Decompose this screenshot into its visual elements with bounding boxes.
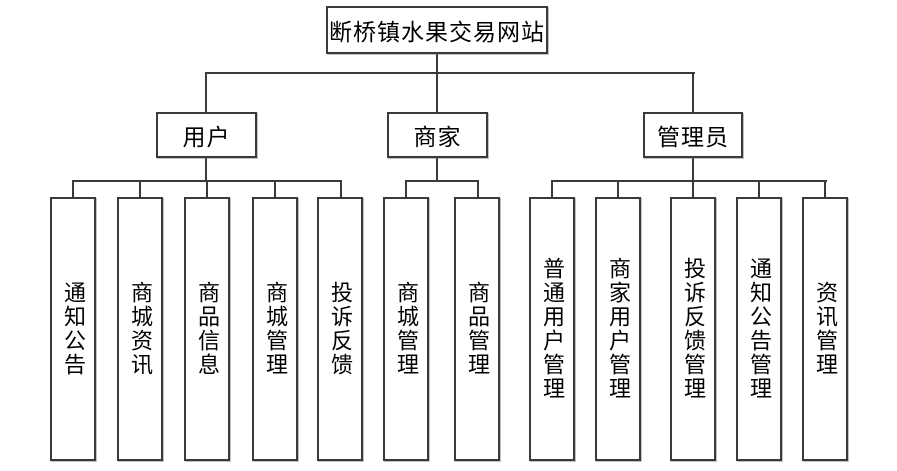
connector-user-stem xyxy=(205,156,207,182)
branch-node-user: 用户 xyxy=(156,112,257,158)
branch-admin-label: 管理员 xyxy=(657,125,729,150)
branch-node-admin: 管理员 xyxy=(643,112,743,158)
connector-admin-leaf4 xyxy=(758,180,760,197)
leaf-node-complaint-feedback: 投诉反馈 xyxy=(317,197,363,461)
root-node: 断桥镇水果交易网站 xyxy=(326,6,548,54)
leaf-label: 通知公告 xyxy=(61,281,86,377)
leaf-node-mall-management-merchant: 商城管理 xyxy=(383,197,429,461)
leaf-label: 商家用户管理 xyxy=(606,257,631,401)
connector-merchant-bar xyxy=(405,180,479,182)
leaf-node-product-management: 商品管理 xyxy=(454,197,500,461)
branch-merchant-label: 商家 xyxy=(413,125,462,150)
connector-root-stem xyxy=(436,54,438,74)
connector-admin-stem xyxy=(692,156,694,182)
leaf-label: 投诉反馈 xyxy=(328,281,353,377)
connector-admin-leaf1 xyxy=(551,180,553,197)
leaf-label: 投诉反馈管理 xyxy=(681,257,706,401)
connector-user-leaf3 xyxy=(206,180,208,197)
leaf-node-notice-announcement: 通知公告 xyxy=(50,197,96,461)
leaf-node-news-management: 资讯管理 xyxy=(802,197,848,461)
leaf-label: 商城资讯 xyxy=(128,281,153,377)
connector-merchant-leaf1 xyxy=(405,180,407,197)
leaf-label: 通知公告管理 xyxy=(747,257,772,401)
leaf-label: 商城管理 xyxy=(394,281,419,377)
leaf-label: 商品管理 xyxy=(465,281,490,377)
connector-admin-leaf3 xyxy=(692,180,694,197)
connector-level1-bar xyxy=(205,72,695,74)
leaf-node-merchant-user-management: 商家用户管理 xyxy=(595,197,641,461)
leaf-label: 普通用户管理 xyxy=(540,257,565,401)
connector-drop-user xyxy=(205,72,207,112)
leaf-node-normal-user-management: 普通用户管理 xyxy=(529,197,575,461)
leaf-node-mall-news: 商城资讯 xyxy=(117,197,163,461)
leaf-label: 商品信息 xyxy=(195,281,220,377)
leaf-node-mall-management-user: 商城管理 xyxy=(252,197,298,461)
leaf-label: 资讯管理 xyxy=(813,281,838,377)
root-node-label: 断桥镇水果交易网站 xyxy=(329,20,545,45)
leaf-node-complaint-feedback-management: 投诉反馈管理 xyxy=(670,197,716,461)
connector-merchant-stem xyxy=(436,156,438,182)
connector-user-leaf1 xyxy=(72,180,74,197)
leaf-label: 商城管理 xyxy=(263,281,288,377)
leaf-node-notice-announcement-management: 通知公告管理 xyxy=(736,197,782,461)
branch-user-label: 用户 xyxy=(182,125,231,150)
connector-user-leaf5 xyxy=(340,180,342,197)
connector-admin-bar xyxy=(551,180,827,182)
connector-drop-merchant xyxy=(436,72,438,112)
leaf-node-product-info: 商品信息 xyxy=(184,197,230,461)
connector-user-leaf4 xyxy=(274,180,276,197)
connector-drop-admin xyxy=(692,72,694,112)
connector-user-leaf2 xyxy=(139,180,141,197)
connector-admin-leaf2 xyxy=(617,180,619,197)
connector-admin-leaf5 xyxy=(824,180,826,197)
branch-node-merchant: 商家 xyxy=(387,112,488,158)
connector-merchant-leaf2 xyxy=(477,180,479,197)
